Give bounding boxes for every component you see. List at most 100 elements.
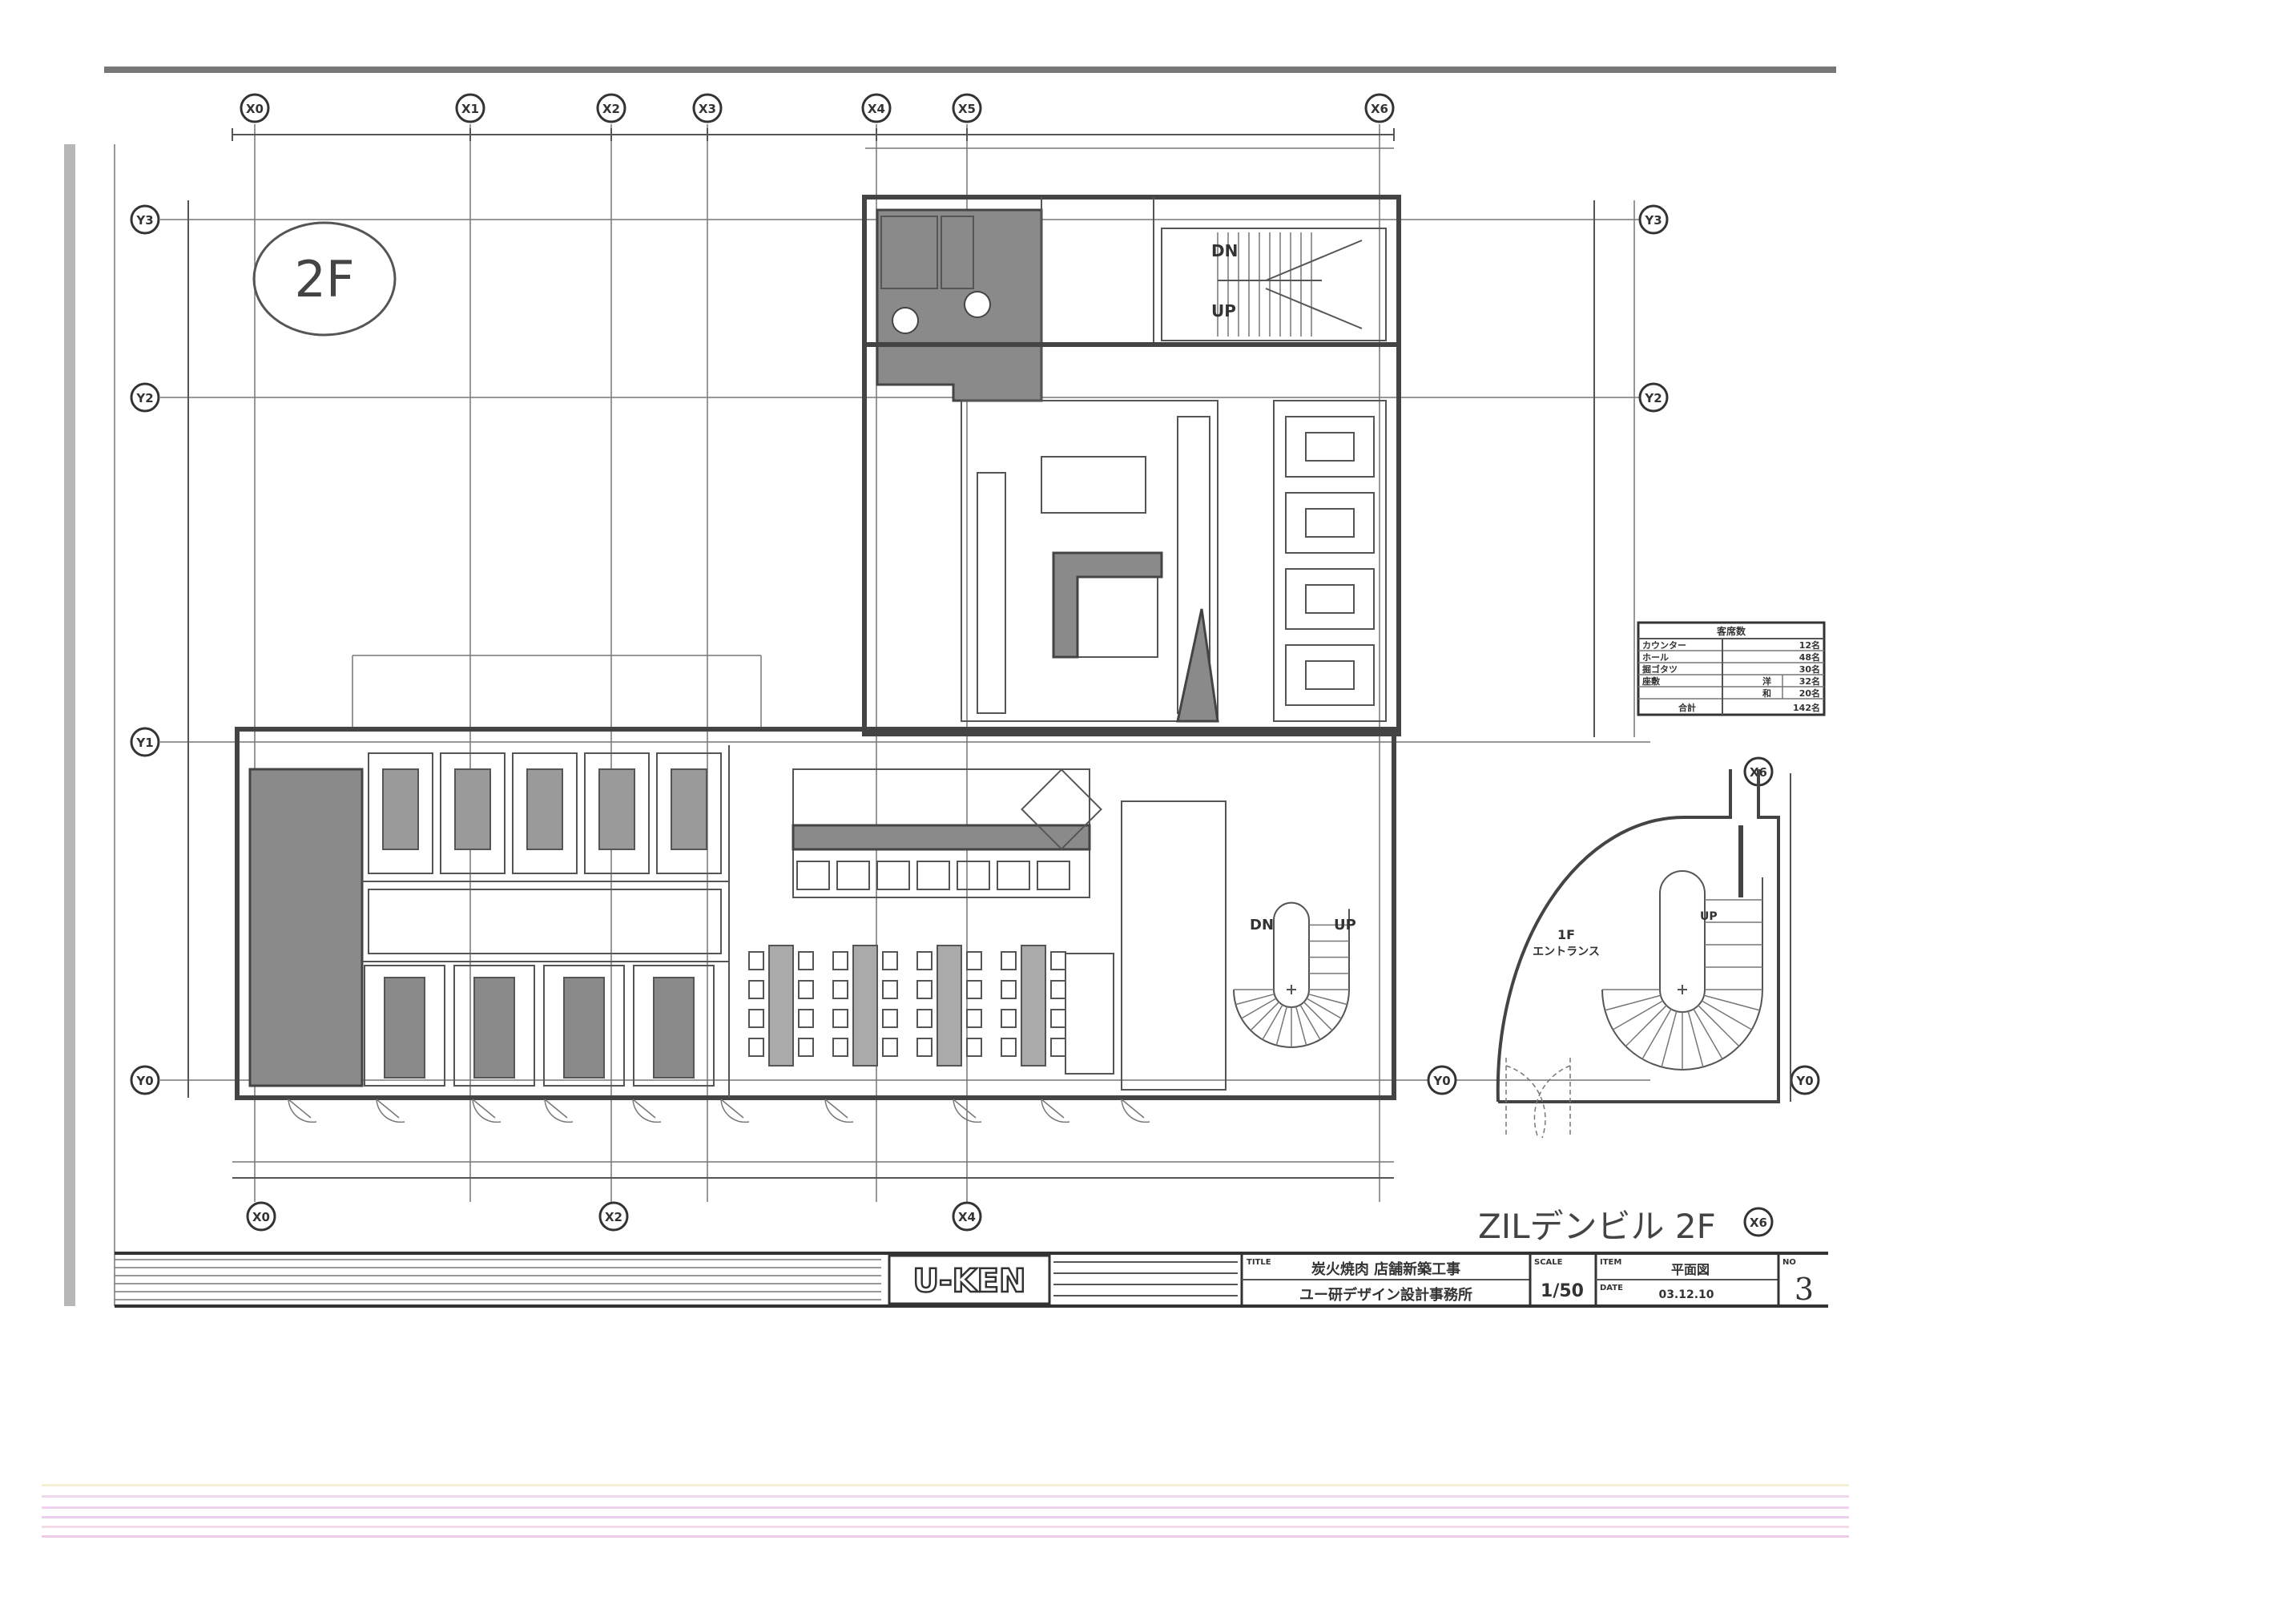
counter-seat (957, 861, 990, 890)
kotatsu-booth (512, 752, 578, 874)
chair (916, 1009, 932, 1028)
hall-table-small (1065, 953, 1114, 1075)
kotatsu-booth (584, 752, 650, 874)
spiral-tread (1641, 1008, 1672, 1059)
door-swing (472, 1099, 501, 1123)
chair (966, 980, 982, 999)
private-room (1285, 568, 1375, 630)
chair (1050, 980, 1066, 999)
spiral-tread (1701, 1000, 1752, 1030)
zashiki-table (653, 977, 695, 1079)
spiral-tread (1250, 1002, 1279, 1031)
stair-up-label: UP (1211, 301, 1236, 321)
spiral-tread (1299, 1004, 1321, 1040)
grid-right-y2-circle (1638, 382, 1669, 413)
zashiki-table (384, 977, 425, 1079)
entrance-floor-label: 1F (1557, 927, 1575, 942)
chair (1050, 1009, 1066, 1028)
room-table (1305, 584, 1355, 614)
grid-left-y0-circle (130, 1065, 160, 1095)
counter-seat (796, 861, 830, 890)
grid-bottom-x6b-label: X6 (1750, 1216, 1767, 1230)
chair (916, 951, 932, 970)
zashiki-corridor (368, 889, 722, 954)
exterior-doors (288, 1099, 1150, 1123)
spiral-tread (1687, 1010, 1704, 1067)
grid-top-x3-label: X3 (699, 102, 716, 116)
zashiki-room (453, 965, 535, 1087)
counter-seat (997, 861, 1030, 890)
counter-seat (876, 861, 910, 890)
scale-label: SCALE (1534, 1258, 1563, 1267)
upper-block: DN UP (862, 195, 1401, 736)
top-border-line (104, 67, 1836, 73)
door-swing (1121, 1099, 1150, 1123)
seat-row-name: 座敷 (1641, 675, 1661, 687)
title-block: U-KEN TITLE 炭火焼肉 店舗新築工事 ユー研デザイン設計事務所 SCA… (115, 1252, 1828, 1308)
door-swing (544, 1099, 574, 1123)
chair (1001, 1009, 1017, 1028)
spiral-tread (1235, 993, 1275, 1006)
spiral-up-label: UP (1334, 917, 1356, 933)
chair (832, 951, 848, 970)
grid-top-x3-circle (692, 93, 723, 123)
private-rooms-upper (1285, 416, 1375, 706)
date-label: DATE (1600, 1284, 1623, 1292)
kotatsu-table (671, 768, 707, 850)
grid-top-x2-label: X2 (602, 102, 620, 116)
grid-top-x4-circle (861, 93, 892, 123)
item-label: ITEM (1600, 1258, 1621, 1267)
grid-bottom-x0-label: X0 (252, 1210, 270, 1224)
grid-left-y3-circle (130, 204, 160, 235)
grid-bottom-x2-label: X2 (605, 1210, 622, 1224)
grid-top-x4-label: X4 (868, 102, 885, 116)
seat-table-title: 客席数 (1716, 625, 1746, 637)
chair (882, 1038, 898, 1057)
chair (1050, 1038, 1066, 1057)
spiral-tread (1275, 1006, 1288, 1046)
chair (882, 980, 898, 999)
kotatsu-booth (656, 752, 722, 874)
chair (748, 980, 764, 999)
spiral-tread (1605, 994, 1662, 1011)
grid-top-x5-circle (952, 93, 982, 123)
grid-y0-entrance-circle (1427, 1065, 1457, 1095)
grid-top-x6-circle (1364, 93, 1395, 123)
spiral-tread (1262, 1004, 1283, 1040)
spiral-tread (1241, 998, 1277, 1019)
dark-zashiki-area (248, 768, 364, 1087)
entrance-inset: 1F エントランス UP (1496, 769, 1791, 1139)
entrance-name-label: エントランス (1533, 946, 1600, 958)
spiral-stair-2f (1233, 901, 1350, 1048)
counter-seat (836, 861, 870, 890)
spiral-tread (1703, 994, 1760, 1011)
grid-bottom-x2-circle (598, 1201, 629, 1232)
private-room (1285, 416, 1375, 478)
chair (882, 1009, 898, 1028)
no-label: NO (1782, 1258, 1796, 1267)
kotatsu-booth (440, 752, 506, 874)
spiral-stair-1f (1601, 870, 1763, 1071)
chair (966, 1038, 982, 1057)
grid-bottom-x4-circle (952, 1201, 982, 1232)
chair (798, 1038, 814, 1057)
spiral-tread (1295, 1006, 1307, 1046)
stair-dn-label: DN (1211, 241, 1238, 260)
spiral-tread (1613, 1000, 1664, 1030)
center-mark (1678, 985, 1687, 994)
chair (832, 980, 848, 999)
zashiki-room (633, 965, 715, 1087)
hall-table (937, 945, 962, 1067)
seat-row-name: 掘ゴタツ (1642, 663, 1678, 675)
seat-row-count: 30名 (1799, 663, 1820, 675)
chair (748, 1009, 764, 1028)
grid-left-y2-label: Y2 (135, 391, 153, 405)
grid-top-x0-circle (240, 93, 270, 123)
spiral-tread (1693, 1008, 1723, 1059)
seating-tables (364, 752, 1114, 1087)
scale-value: 1/50 (1541, 1281, 1584, 1301)
seat-total-label: 合計 (1678, 702, 1696, 713)
grid-right-y3-circle (1638, 204, 1669, 235)
hall-table (852, 945, 878, 1067)
